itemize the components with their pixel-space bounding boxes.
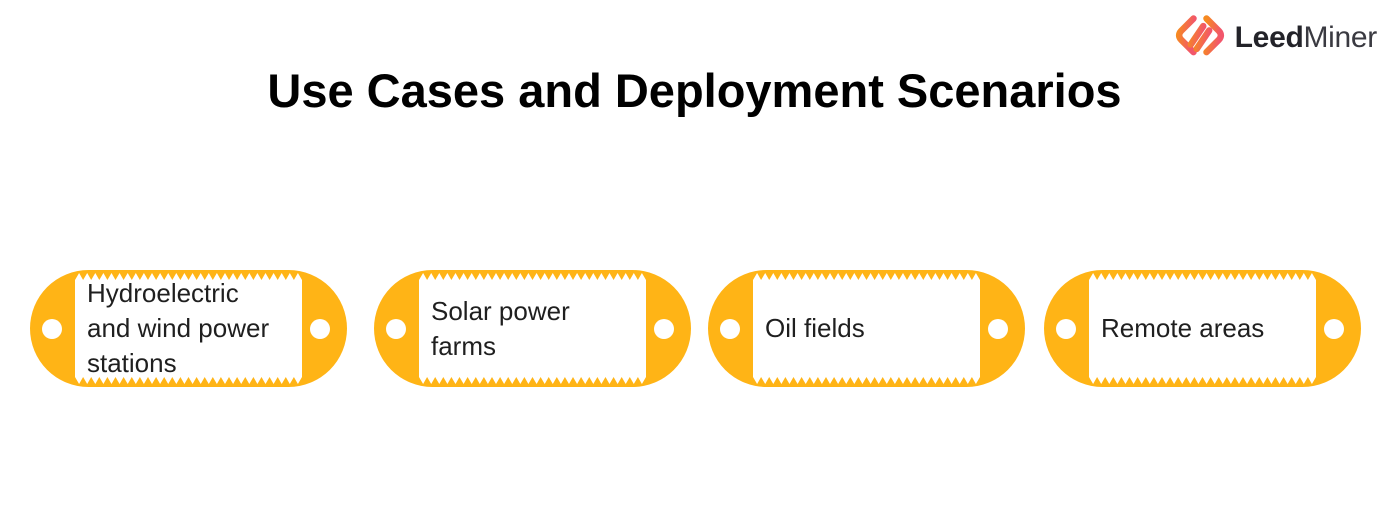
tag-label-panel: Remote areas xyxy=(1089,273,1316,384)
tag-remote-areas: Remote areas xyxy=(1044,270,1361,387)
tag-label-text: Hydroelectric and wind power stations xyxy=(87,278,270,378)
tag-label-panel: Hydroelectric and wind power stations xyxy=(75,273,302,384)
eyelet-hole-left xyxy=(42,318,62,339)
eyelet-hole-left xyxy=(720,318,740,339)
brand-name-primary: Leed xyxy=(1234,20,1304,54)
brand-logo: LeedMiner xyxy=(1174,13,1377,62)
leedminer-logo-icon xyxy=(1175,15,1224,56)
page-title: Use Cases and Deployment Scenarios xyxy=(267,64,1122,117)
eyelet-hole-left xyxy=(386,318,406,339)
tag-oil-fields: Oil fields xyxy=(708,270,1025,387)
tag-hydroelectric-wind-stations: Hydroelectric and wind power stations xyxy=(30,270,347,387)
tag-label-text: Solar power farms xyxy=(431,295,570,361)
eyelet-hole-right xyxy=(988,318,1008,339)
eyelet-hole-right xyxy=(654,318,674,339)
brand-name: LeedMiner xyxy=(1234,20,1378,54)
tag-label-text: Oil fields xyxy=(765,313,865,343)
eyelet-hole-right xyxy=(1324,318,1344,339)
brand-name-secondary: Miner xyxy=(1303,20,1377,54)
eyelet-hole-left xyxy=(1056,318,1076,339)
tag-label-text: Remote areas xyxy=(1101,313,1265,343)
eyelet-hole-right xyxy=(310,318,330,339)
tag-label-panel: Oil fields xyxy=(753,273,980,384)
tag-label-panel: Solar power farms xyxy=(419,273,646,384)
tag-solar-power-farms: Solar power farms xyxy=(374,270,691,387)
